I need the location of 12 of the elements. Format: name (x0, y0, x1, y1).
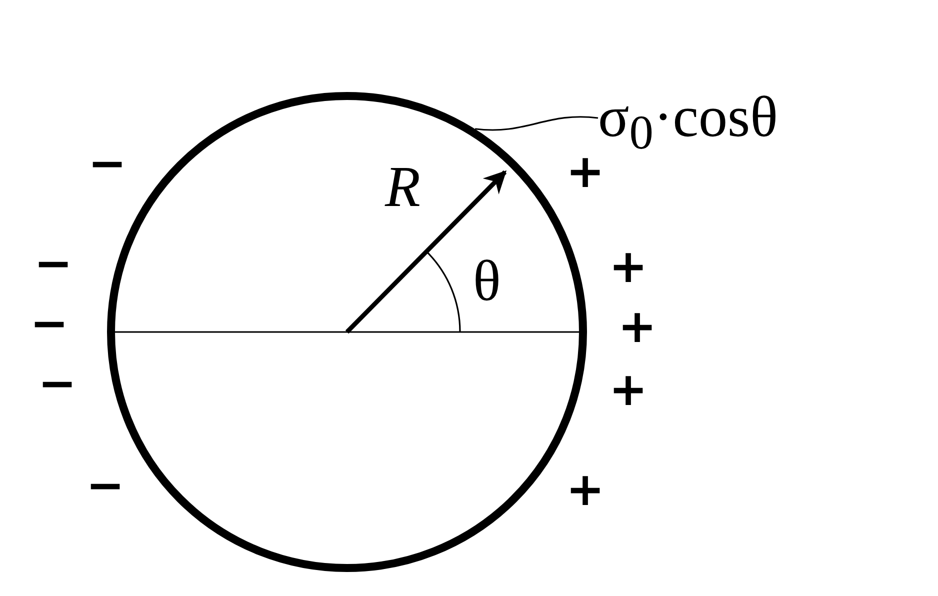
minus-sign: − (88, 140, 127, 186)
angle-label: θ (473, 252, 501, 310)
radius-label: R (385, 158, 420, 216)
minus-sign: − (38, 360, 77, 406)
leader-line (475, 116, 598, 131)
minus-sign: − (86, 462, 125, 508)
plus-sign: + (566, 466, 605, 512)
plus-sign: + (618, 303, 657, 349)
minus-sign: − (34, 240, 73, 286)
minus-sign: − (30, 300, 69, 346)
plus-sign: + (609, 243, 648, 289)
plus-sign: + (609, 366, 648, 412)
